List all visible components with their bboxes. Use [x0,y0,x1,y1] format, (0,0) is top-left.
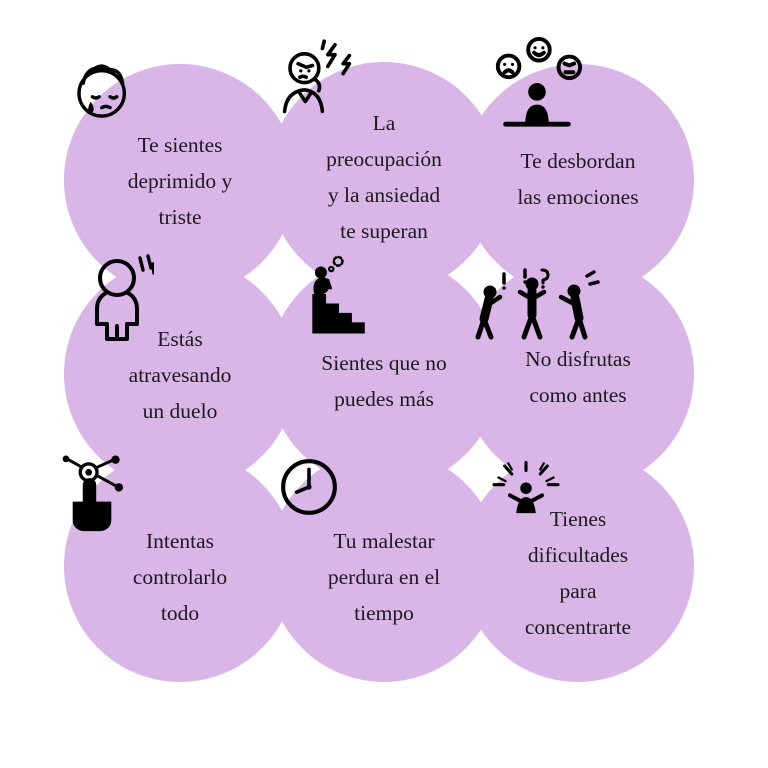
symptom-text: Te desbordan las emociones [517,149,639,209]
symptom-cell-lasting-discomfort: Tu malestar perdura en el tiempo [268,450,500,682]
symptom-text: Tienes dificultades para concentrarte [524,507,632,639]
symptom-cell-control: Intentas controlarlo todo [62,450,296,682]
symptom-text: Te sientes deprimido y triste [127,133,233,229]
anxious-person-icon [272,34,362,124]
grieving-person-icon [84,250,154,350]
symptom-text: La preocupación y la ansiedad te superan [326,111,442,243]
crying-person-icon [58,48,142,132]
arguing-people-icon [468,266,602,346]
circle-background [462,64,694,296]
symptom-cell-depressed: Te sientes deprimido y triste [64,64,296,296]
symptom-text: Sientes que no puedes más [321,351,447,411]
clock-icon [278,456,340,518]
exhausted-on-stairs-icon [302,248,388,340]
symptom-text: Tu malestar perdura en el tiempo [327,529,441,625]
symptom-text: Intentas controlarlo todo [132,529,228,625]
symptom-cell-overwhelmed-emotions: Te desbordan las emociones [462,36,694,296]
symptom-text: No disfrutas como antes [525,347,631,407]
circle-background [64,64,296,296]
symptom-cell-concentration: Tienes dificultades para concentrarte [462,450,694,682]
circle-background [268,256,500,488]
symptom-cell-anxiety: La preocupación y la ansiedad te superan [268,39,500,294]
scattered-focus-icon [486,454,566,526]
circle-background [64,450,296,682]
overflowing-emotions-icon [488,36,586,134]
control-everything-icon [50,452,134,548]
symptom-cell-cant-take-more: Sientes que no puedes más [268,255,500,488]
circle-background [462,450,694,682]
symptom-text: Estás atravesando un duelo [128,327,232,423]
